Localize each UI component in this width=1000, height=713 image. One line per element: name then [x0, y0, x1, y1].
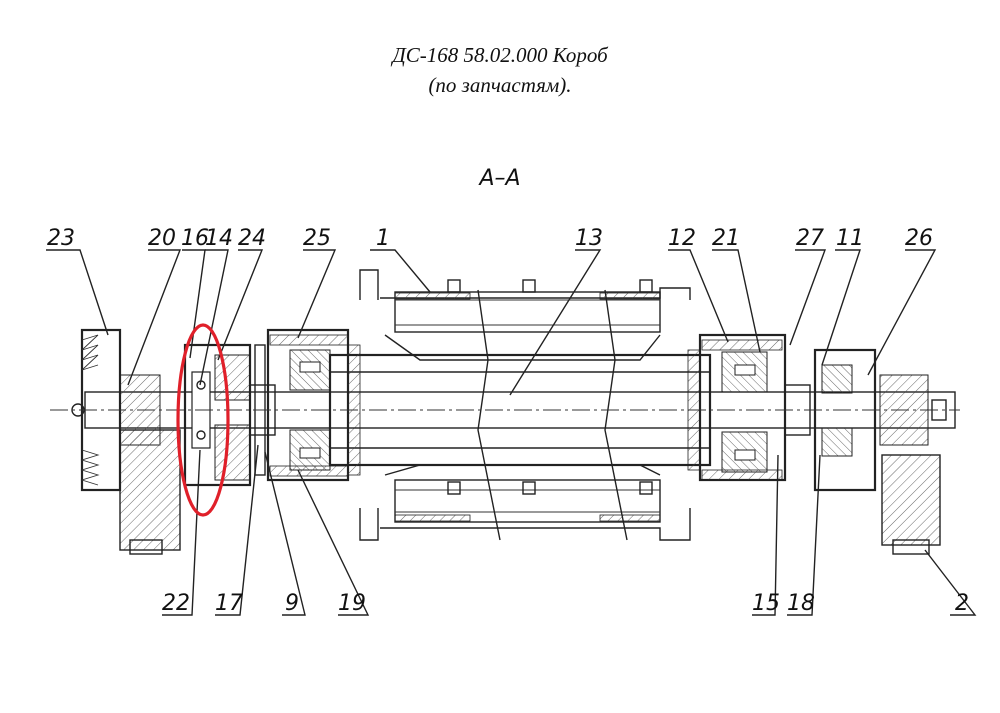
callout-1: 1: [376, 226, 390, 251]
callout-13: 13: [575, 226, 603, 251]
callout-2: 2: [955, 591, 969, 616]
callout-18: 18: [787, 591, 815, 616]
callout-24: 24: [238, 226, 266, 251]
callout-14: 14: [205, 226, 233, 251]
left-bearing-housing: [266, 328, 361, 482]
callout-21: 21: [712, 226, 740, 251]
drawing-title: ДС-168 58.02.000 Короб: [392, 43, 608, 67]
callout-11: 11: [836, 226, 864, 251]
highlight-ellipse: [176, 323, 230, 517]
callout-20: 20: [148, 226, 176, 251]
section-label: А–А: [479, 166, 521, 191]
right-bearing-housing: [687, 333, 787, 482]
drum-body: [328, 269, 712, 541]
left-pulley: [80, 328, 181, 555]
right-bearing-unit: [813, 348, 947, 555]
callouts-bottom: 22 17 9 19 15 18 2: [162, 591, 969, 616]
drawing-subtitle: (по запчастям).: [428, 73, 572, 97]
callout-23: 23: [47, 226, 75, 251]
callout-9: 9: [285, 591, 299, 616]
left-bearing-unit: [183, 343, 266, 487]
callout-25: 25: [303, 226, 331, 251]
callout-19: 19: [338, 591, 366, 616]
callout-22: 22: [162, 591, 190, 616]
callout-26: 26: [905, 226, 933, 251]
callout-27: 27: [796, 226, 824, 251]
callouts-top: 23 20 16 14 24 25 1 13 12 21 27 11 26: [47, 226, 933, 251]
callout-17: 17: [215, 591, 243, 616]
callout-15: 15: [752, 591, 780, 616]
callout-12: 12: [668, 226, 696, 251]
callout-16: 16: [181, 226, 209, 251]
leader-lines: [46, 249, 977, 616]
